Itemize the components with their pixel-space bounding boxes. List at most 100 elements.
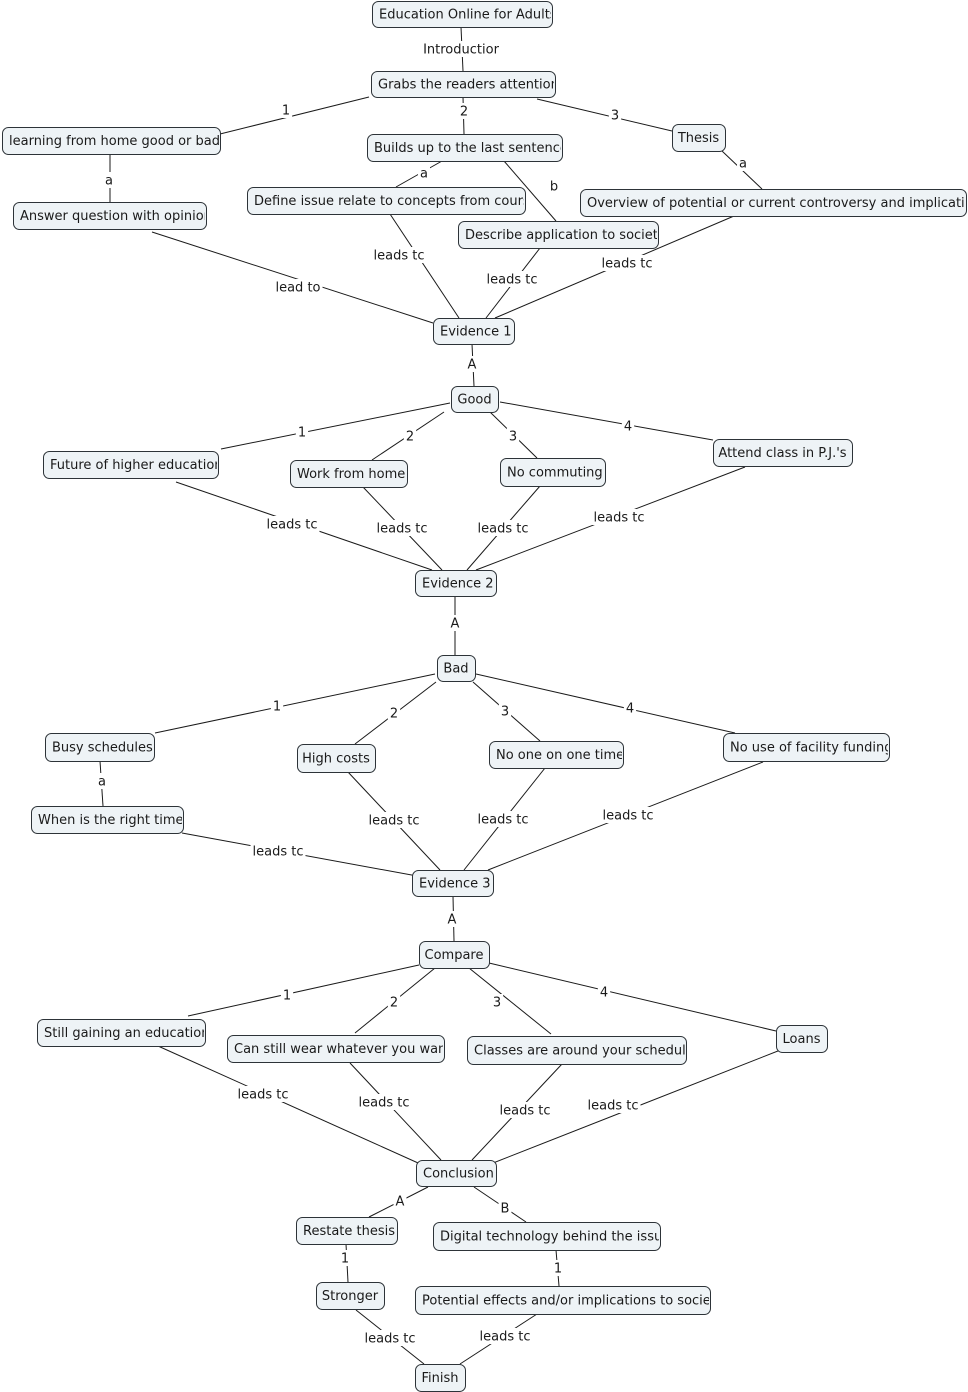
- node-potential[interactable]: Potential effects and/or implications to…: [415, 1286, 724, 1315]
- node-education[interactable]: Education Online for Adults: [372, 1, 557, 28]
- connector-label: 1: [280, 987, 294, 1004]
- node-overview[interactable]: Overview of potential or current controv…: [580, 189, 968, 217]
- node-evidence1[interactable]: Evidence 1: [433, 318, 515, 345]
- node-finish[interactable]: Finish: [415, 1364, 466, 1392]
- node-describe[interactable]: Describe application to society: [458, 221, 666, 249]
- node-attend[interactable]: Attend class in P.J.'s: [713, 439, 853, 467]
- node-builds[interactable]: Builds up to the last sentence: [367, 134, 568, 162]
- node-label: Evidence 1: [440, 325, 512, 340]
- connector-label-text: a: [105, 174, 113, 189]
- connector-label-text: leads tc: [478, 813, 529, 828]
- node-restate[interactable]: Restate thesis: [296, 1217, 398, 1245]
- connector-line: [389, 213, 460, 319]
- connector-grabs-to-learning: [219, 96, 370, 135]
- node-label: High costs: [302, 752, 370, 767]
- connector-label-bg: [497, 1102, 553, 1118]
- node-digital[interactable]: Digital technology behind the issue: [433, 1222, 671, 1251]
- connector-label-text: A: [448, 913, 457, 928]
- node-righttime[interactable]: When is the right time: [31, 806, 184, 834]
- node-box: [580, 189, 967, 217]
- connector-label-text: leads tc: [374, 249, 425, 264]
- node-label: Digital technology behind the issue: [440, 1230, 670, 1245]
- connector-label-text: leads tc: [487, 273, 538, 288]
- node-evidence2[interactable]: Evidence 2: [415, 570, 497, 597]
- connector-label-bg: [465, 356, 479, 372]
- node-workhome[interactable]: Work from home: [290, 460, 408, 488]
- node-label: Compare: [425, 948, 484, 963]
- connector-label: a: [737, 155, 749, 172]
- connector-good-to-future: [220, 402, 451, 450]
- node-define[interactable]: Define issue relate to concepts from cou…: [247, 187, 538, 215]
- node-nocommute[interactable]: No commuting: [500, 458, 606, 487]
- node-box: [412, 870, 494, 897]
- connector-label-bg: [270, 698, 284, 714]
- connector-label-text: 1: [341, 1252, 349, 1267]
- connector-wear-to-conclusion: [349, 1062, 442, 1161]
- connector-line: [154, 673, 436, 734]
- connector-label-bg: [362, 1330, 418, 1346]
- connector-label-text: 2: [460, 105, 468, 120]
- node-busy[interactable]: Busy schedules: [45, 733, 155, 762]
- connector-label-bg: [506, 428, 520, 444]
- node-loans[interactable]: Loans: [776, 1025, 828, 1053]
- connector-compare-to-classes: [468, 967, 552, 1035]
- connector-label: 1: [551, 1260, 565, 1277]
- connector-label: leads tc: [585, 1097, 641, 1114]
- node-evidence3[interactable]: Evidence 3: [412, 870, 494, 897]
- node-label: Good: [457, 393, 491, 408]
- connector-label-text: 3: [509, 430, 517, 445]
- connector-label-bg: [387, 994, 401, 1010]
- connector-line: [151, 231, 434, 324]
- node-wear[interactable]: Can still wear whatever you want: [227, 1035, 452, 1063]
- connector-label-bg: [591, 509, 647, 525]
- node-highcosts[interactable]: High costs: [297, 744, 376, 773]
- node-answer[interactable]: Answer question with opinion: [13, 202, 212, 230]
- connector-grabs-to-thesis: [536, 98, 673, 132]
- node-conclusion[interactable]: Conclusion: [416, 1160, 497, 1187]
- connector-label-text: Introductior: [423, 43, 499, 58]
- connector-label: 2: [387, 705, 401, 722]
- node-box: [45, 733, 155, 762]
- connector-label-bg: [387, 705, 401, 721]
- node-label: Evidence 3: [419, 877, 491, 892]
- node-box: [489, 741, 624, 769]
- connector-label: 4: [621, 418, 635, 435]
- node-label: No commuting: [507, 466, 603, 481]
- connector-label-bg: [280, 987, 294, 1003]
- node-stillgaining[interactable]: Still gaining an education: [37, 1019, 210, 1047]
- node-nofacility[interactable]: No use of facility funding: [723, 733, 893, 762]
- node-box: [713, 439, 853, 467]
- node-bad[interactable]: Bad: [437, 655, 476, 682]
- connector-label-text: a: [420, 167, 428, 182]
- connector-label: 1: [338, 1250, 352, 1267]
- connector-label: a: [103, 172, 115, 189]
- node-box: [451, 386, 499, 413]
- node-future[interactable]: Future of higher education: [43, 451, 223, 479]
- node-noone[interactable]: No one on one time: [489, 741, 625, 769]
- connector-label-bg: [448, 615, 462, 631]
- connector-label-text: 1: [273, 700, 281, 715]
- node-classes[interactable]: Classes are around your schedule: [467, 1036, 694, 1065]
- connector-label: 1: [295, 424, 309, 441]
- node-box: [31, 806, 184, 834]
- connector-label-bg: [585, 1097, 641, 1113]
- node-box: [296, 1217, 398, 1245]
- connector-label-text: 3: [501, 705, 509, 720]
- connector-label-text: A: [396, 1195, 405, 1210]
- node-compare[interactable]: Compare: [419, 941, 490, 969]
- node-box: [672, 124, 726, 152]
- node-label: Restate thesis: [303, 1224, 395, 1239]
- node-grabs[interactable]: Grabs the readers attention: [371, 71, 559, 98]
- connector-label-text: leads tc: [480, 1330, 531, 1345]
- node-box: [458, 221, 659, 249]
- node-learning[interactable]: learning from home good or bad?: [2, 127, 227, 155]
- node-box: [419, 941, 490, 969]
- node-stronger[interactable]: Stronger: [316, 1282, 385, 1310]
- node-box: [776, 1025, 828, 1053]
- connector-label-bg: [418, 165, 430, 181]
- node-good[interactable]: Good: [451, 386, 499, 413]
- node-thesis[interactable]: Thesis: [672, 124, 726, 152]
- connector-label-bg: [608, 107, 622, 123]
- connector-label-bg: [421, 41, 501, 57]
- connector-label-bg: [279, 102, 293, 118]
